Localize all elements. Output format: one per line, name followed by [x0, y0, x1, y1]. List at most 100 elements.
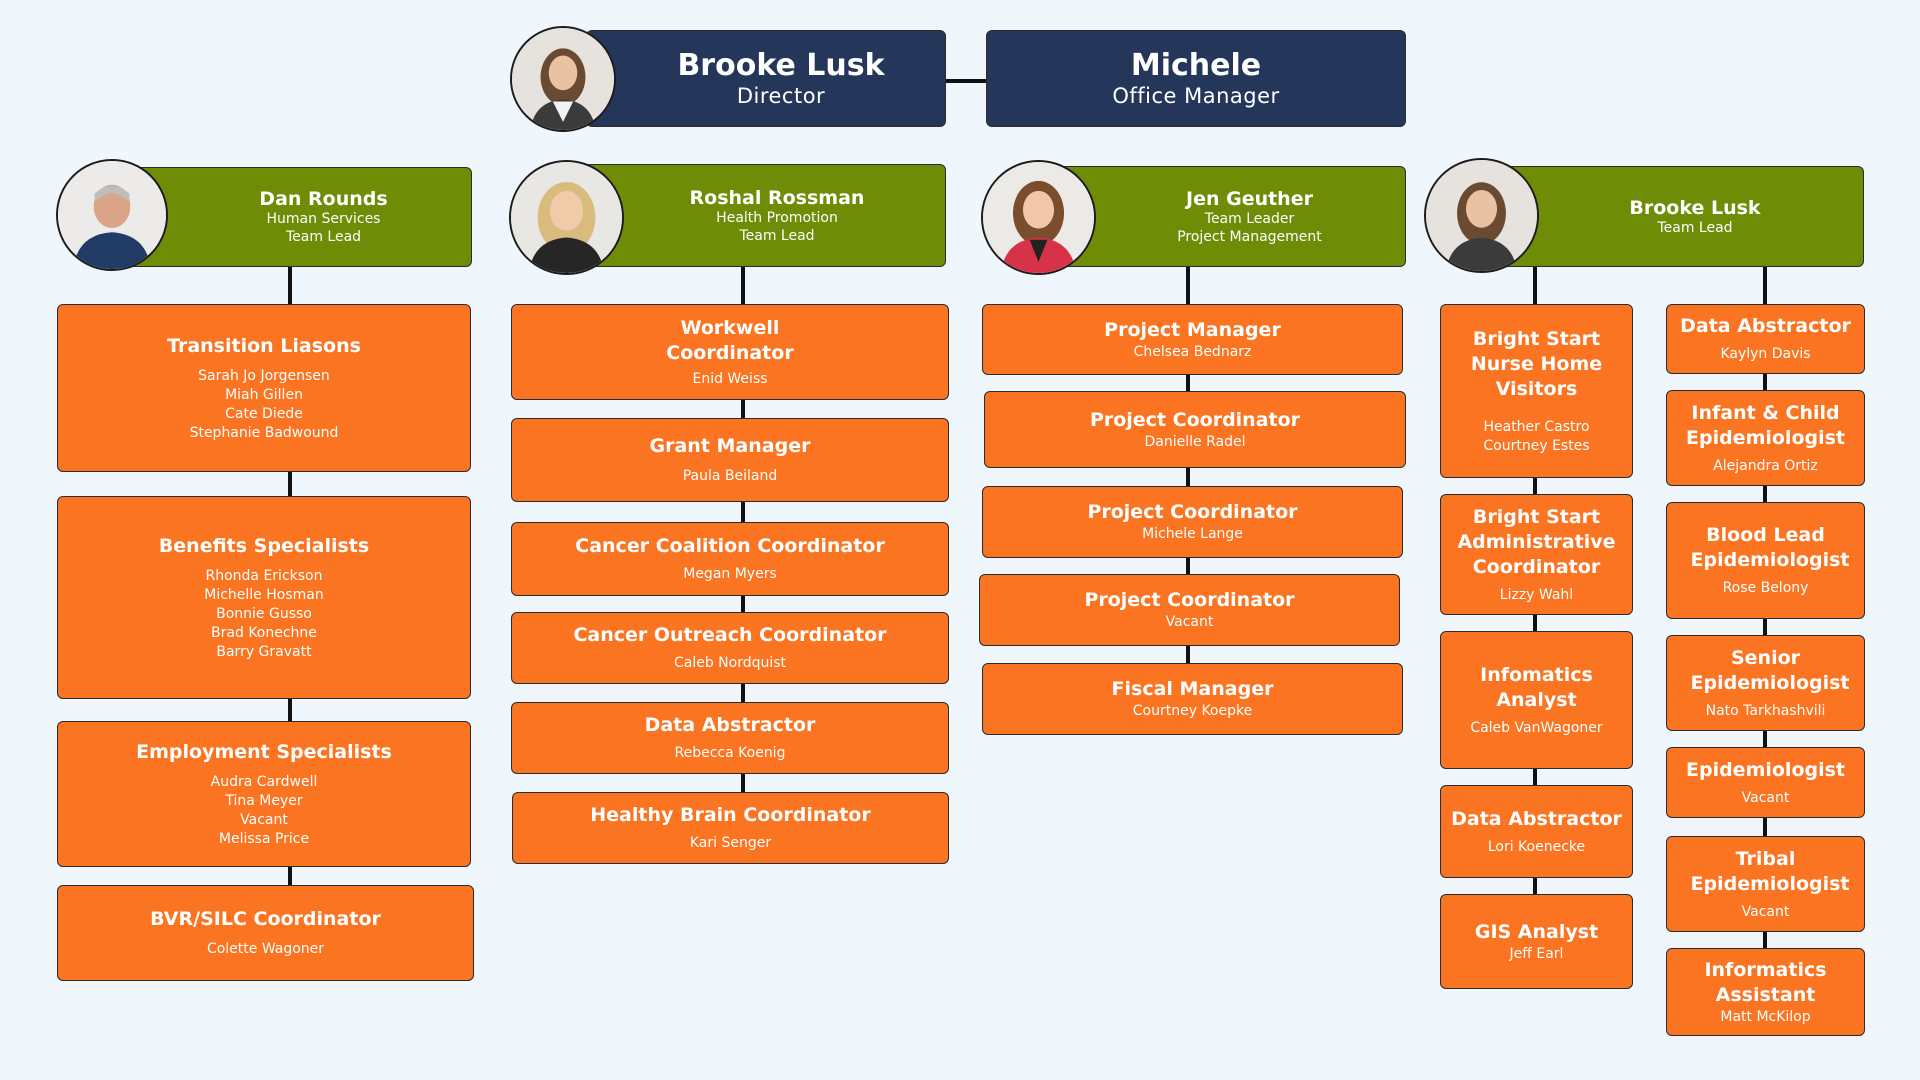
member-name: Rhonda Erickson [205, 567, 323, 584]
role-card: Cancer Coalition Coordinator Megan Myers [511, 522, 949, 596]
role-title: Infant & Child Epidemiologist [1685, 401, 1845, 449]
connector [1763, 266, 1767, 306]
member-name: Vacant [1741, 903, 1790, 920]
role-members: Kari Senger [690, 834, 771, 853]
connector [741, 682, 745, 704]
role-members: Caleb Nordquist [674, 654, 786, 673]
member-name: Michelle Hosman [204, 586, 324, 603]
connector [1533, 476, 1537, 496]
member-name: Cate Diede [225, 405, 303, 422]
connector [288, 697, 292, 723]
member-name: Rebecca Koenig [674, 745, 786, 761]
role-card: Project Coordinator Vacant [979, 574, 1400, 646]
member-name: Audra Cardwell [210, 773, 318, 790]
role-title: Informatics Assistant [1704, 958, 1827, 1006]
member-name: Kaylyn Davis [1720, 346, 1811, 362]
role-title: Employment Specialists [136, 740, 392, 763]
role-card: GIS Analyst Jeff Earl [1440, 894, 1633, 989]
lead-card-project-management: Jen Geuther Team Leader Project Manageme… [1053, 166, 1406, 267]
role-card: Transition Liasons Sarah Jo Jorgensen Mi… [57, 304, 471, 472]
member-name: Lori Koenecke [1487, 838, 1586, 855]
role-members: Vacant [1166, 613, 1214, 632]
role-title: GIS Analyst [1474, 920, 1599, 943]
lead-line: Team Leader [1204, 210, 1295, 227]
lead-line: Team Lead [739, 227, 815, 244]
connector [1533, 876, 1537, 896]
member-name: Lizzy Wahl [1499, 586, 1574, 603]
lead-photo-dan-rounds [56, 159, 168, 271]
member-name: Sarah Jo Jorgensen [198, 367, 330, 384]
role-members: Caleb VanWagoner [1470, 719, 1602, 738]
role-members: Audra Cardwell Tina Meyer Vacant Melissa… [211, 773, 318, 849]
role-members: Kaylyn Davis [1720, 345, 1810, 364]
role-title: Project Coordinator [1089, 408, 1301, 431]
role-title: Benefits Specialists [158, 534, 370, 557]
connector [1533, 266, 1537, 306]
connector [1763, 816, 1767, 838]
role-card: Data Abstractor Rebecca Koenig [511, 702, 949, 774]
role-title: Blood Lead Epidemiologist [1690, 524, 1850, 571]
lead-line: Team Lead [1657, 219, 1733, 236]
lead-photo-roshal-rossman [509, 160, 624, 275]
member-name: Rose Belony [1722, 580, 1809, 596]
role-card: BVR/SILC Coordinator Colette Wagoner [57, 885, 474, 981]
role-members: Lizzy Wahl [1500, 586, 1573, 605]
role-title: Workwell Coordinator [666, 316, 794, 364]
role-members: Matt McKilop [1720, 1008, 1810, 1027]
role-members: Sarah Jo Jorgensen Miah Gillen Cate Died… [190, 367, 339, 443]
director-photo [510, 26, 616, 132]
member-name: Paula Beiland [682, 468, 778, 484]
role-members: Courtney Koepke [1133, 702, 1252, 721]
role-title: Tribal Epidemiologist [1690, 847, 1850, 895]
lead-card-health-promotion: Roshal Rossman Health Promotion Team Lea… [578, 164, 946, 267]
role-card: Data Abstractor Lori Koenecke [1440, 785, 1633, 878]
role-members: Heather Castro Courtney Estes [1483, 418, 1589, 456]
connector [1186, 644, 1190, 666]
connector [288, 266, 292, 306]
role-members: Colette Wagoner [207, 940, 324, 959]
role-card: Infomatics Analyst Caleb VanWagoner [1440, 631, 1633, 769]
role-members: Vacant [1742, 789, 1790, 808]
role-title: Healthy Brain Coordinator [590, 804, 871, 826]
office-manager-title: Office Manager [1112, 83, 1280, 108]
connector [1186, 266, 1190, 306]
connector [1763, 617, 1767, 637]
role-members: Lori Koenecke [1488, 838, 1585, 857]
connector [944, 79, 988, 83]
lead-name: Jen Geuther [1186, 187, 1313, 210]
role-members: Nato Tarkhashvili [1706, 702, 1826, 721]
connector [288, 865, 292, 887]
role-title: Cancer Outreach Coordinator [573, 624, 887, 646]
lead-name: Roshal Rossman [689, 186, 865, 209]
role-card: Senior Epidemiologist Nato Tarkhashvili [1666, 635, 1865, 731]
role-card: Bright Start Administrative Coordinator … [1440, 494, 1633, 615]
member-name: Caleb Nordquist [673, 655, 787, 671]
connector [1186, 466, 1190, 488]
member-name: Megan Myers [683, 566, 777, 582]
connector [741, 266, 745, 306]
member-name: Caleb VanWagoner [1470, 719, 1603, 736]
office-manager-card: Michele Office Manager [986, 30, 1406, 127]
lead-line: Project Management [1177, 228, 1322, 245]
role-title: Project Manager [1104, 318, 1281, 341]
role-title: Data Abstractor [644, 714, 816, 736]
role-title: Infomatics Analyst [1480, 663, 1593, 711]
role-card: Benefits Specialists Rhonda Erickson Mic… [57, 496, 471, 699]
connector [741, 500, 745, 524]
lead-line: Health Promotion [716, 209, 838, 226]
member-name: Courtney Estes [1483, 437, 1590, 454]
member-name: Nato Tarkhashvili [1705, 702, 1826, 719]
member-name: Bonnie Gusso [216, 605, 312, 622]
connector [288, 470, 292, 498]
role-title: Data Abstractor [1680, 315, 1851, 337]
role-members: Rose Belony [1723, 579, 1809, 598]
role-members: Rebecca Koenig [675, 744, 786, 763]
lead-name: Brooke Lusk [1629, 196, 1761, 219]
role-members: Jeff Earl [1510, 945, 1564, 964]
member-name: Colette Wagoner [206, 941, 325, 957]
member-name: Vacant [1165, 614, 1214, 630]
member-name: Barry Gravatt [216, 643, 312, 660]
member-name: Chelsea Bednarz [1133, 343, 1252, 360]
role-title: Project Coordinator [1087, 501, 1298, 523]
director-name: Brooke Lusk [677, 47, 885, 83]
